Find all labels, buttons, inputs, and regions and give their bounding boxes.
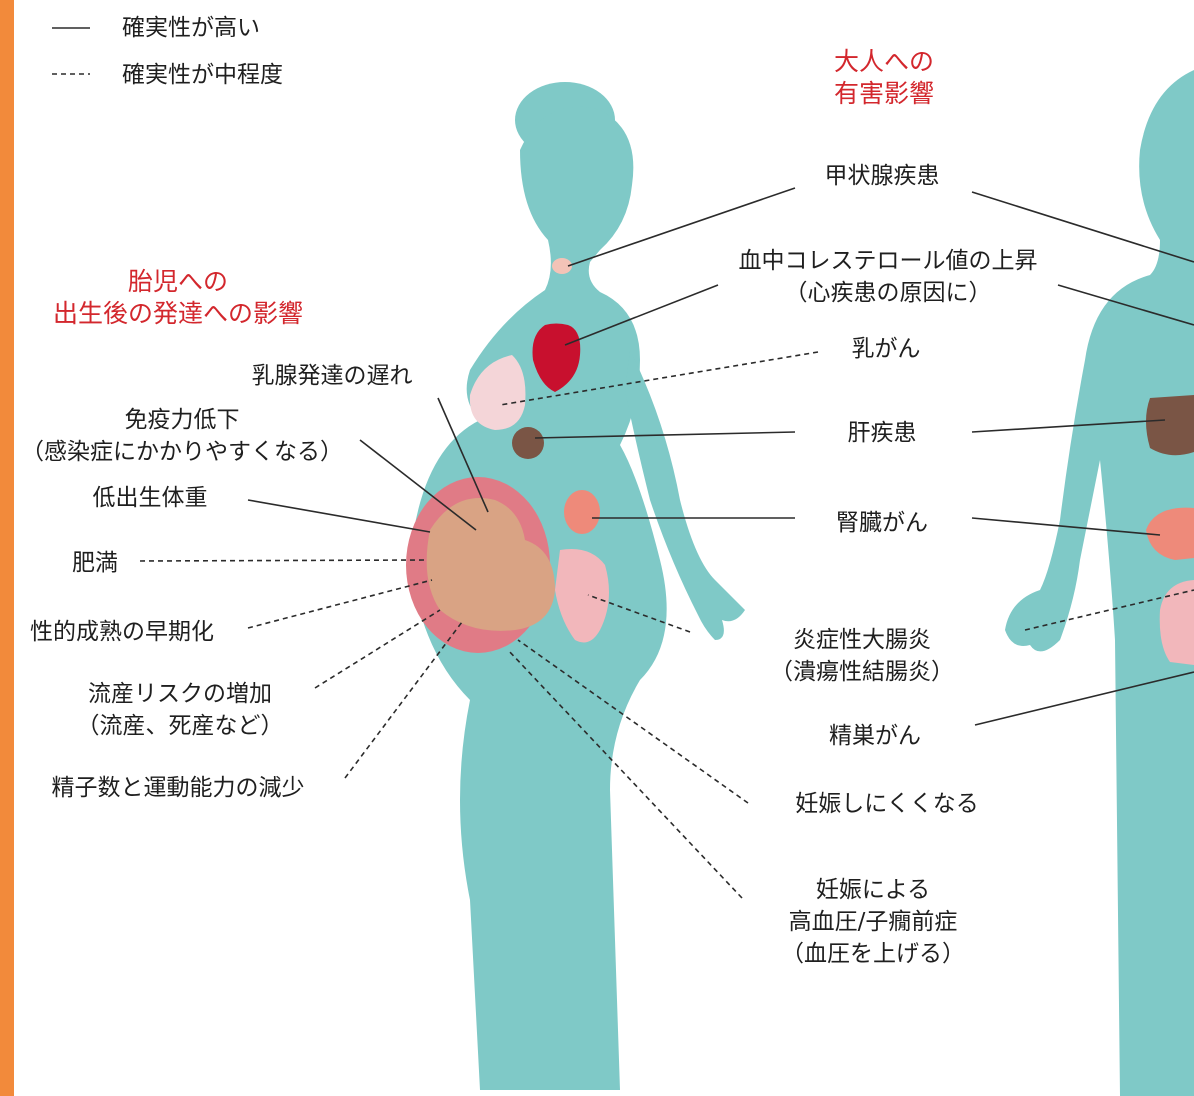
- label-sperm: 精子数と運動能力の減少: [52, 775, 305, 801]
- accent-bar: [0, 0, 14, 1096]
- legend-high-certainty: 確実性が高い: [122, 15, 260, 41]
- label-immunity-1: 免疫力低下: [125, 407, 240, 433]
- connector-colitis-woman: [587, 594, 691, 633]
- heart-organ: [532, 323, 581, 392]
- intestine-organ-woman: [555, 549, 609, 643]
- connector-testicular: [974, 671, 1194, 726]
- connector-liver-man: [971, 419, 1166, 433]
- label-cholesterol-1: 血中コレステロール値の上昇: [739, 248, 1038, 274]
- label-obesity: 肥満: [72, 550, 118, 576]
- label-colitis-2: （潰瘍性結腸炎）: [770, 659, 954, 685]
- fetus-heading-line1: 胎児への: [128, 267, 228, 296]
- connector-low-birth-weight: [247, 499, 431, 533]
- label-colitis-1: 炎症性大腸炎: [793, 627, 931, 653]
- adult-heading-line1: 大人への: [834, 47, 934, 76]
- intestine-organ-man: [1159, 580, 1194, 665]
- label-preeclampsia-2: 高血圧/子癇前症: [789, 909, 958, 935]
- legend-moderate-certainty: 確実性が中程度: [122, 62, 283, 88]
- liver-organ-woman: [512, 427, 544, 459]
- thyroid: [552, 258, 572, 274]
- connector-cholesterol-man: [1057, 284, 1194, 326]
- label-immunity-2: （感染症にかかりやすくなる）: [21, 439, 343, 465]
- connector-miscarriage: [314, 609, 441, 689]
- man-body: [1005, 70, 1194, 1096]
- fetus: [426, 498, 555, 631]
- connector-colitis-man: [1024, 589, 1194, 631]
- man-silhouette: [1005, 70, 1194, 1096]
- connector-immunity: [359, 439, 477, 531]
- label-low-birth-weight: 低出生体重: [93, 485, 208, 511]
- breast-organ: [469, 355, 526, 430]
- kidney-organ-woman: [564, 490, 600, 534]
- adult-heading-line2: 有害影響: [834, 79, 934, 108]
- label-preeclampsia-1: 妊娠による: [816, 877, 930, 903]
- label-liver: 肝疾患: [848, 420, 917, 446]
- label-miscarriage-1: 流産リスクの増加: [88, 681, 272, 707]
- connector-mammary: [437, 397, 489, 513]
- connector-kidney-man: [971, 517, 1161, 536]
- connector-liver-woman: [534, 431, 796, 439]
- connector-fertility: [517, 639, 749, 804]
- label-cholesterol-2: （心疾患の原因に）: [785, 280, 992, 306]
- label-fertility: 妊娠しにくくなる: [795, 791, 979, 817]
- kidney-organ-man: [1146, 507, 1194, 560]
- label-thyroid: 甲状腺疾患: [825, 163, 940, 189]
- label-miscarriage-2: （流産、死産など）: [77, 713, 284, 739]
- connector-thyroid-woman: [567, 187, 796, 267]
- connector-early-puberty: [247, 579, 433, 629]
- label-early-puberty: 性的成熟の早期化: [30, 619, 214, 645]
- connector-obesity: [139, 559, 426, 562]
- label-mammary: 乳腺発達の遅れ: [252, 363, 413, 389]
- label-kidney: 腎臓がん: [836, 510, 928, 536]
- label-breast-cancer: 乳がん: [852, 336, 921, 362]
- label-preeclampsia-3: （血圧を上げる）: [781, 941, 965, 967]
- connector-sperm: [344, 621, 463, 779]
- label-testicular: 精巣がん: [829, 723, 921, 749]
- woman-arm: [625, 350, 745, 640]
- connector-thyroid-man: [971, 191, 1194, 263]
- connector-cholesterol-woman: [564, 284, 719, 346]
- liver-organ-man: [1146, 395, 1194, 456]
- connector-preeclampsia: [507, 649, 743, 899]
- fetus-heading-line2: 出生後の発達への影響: [53, 299, 303, 328]
